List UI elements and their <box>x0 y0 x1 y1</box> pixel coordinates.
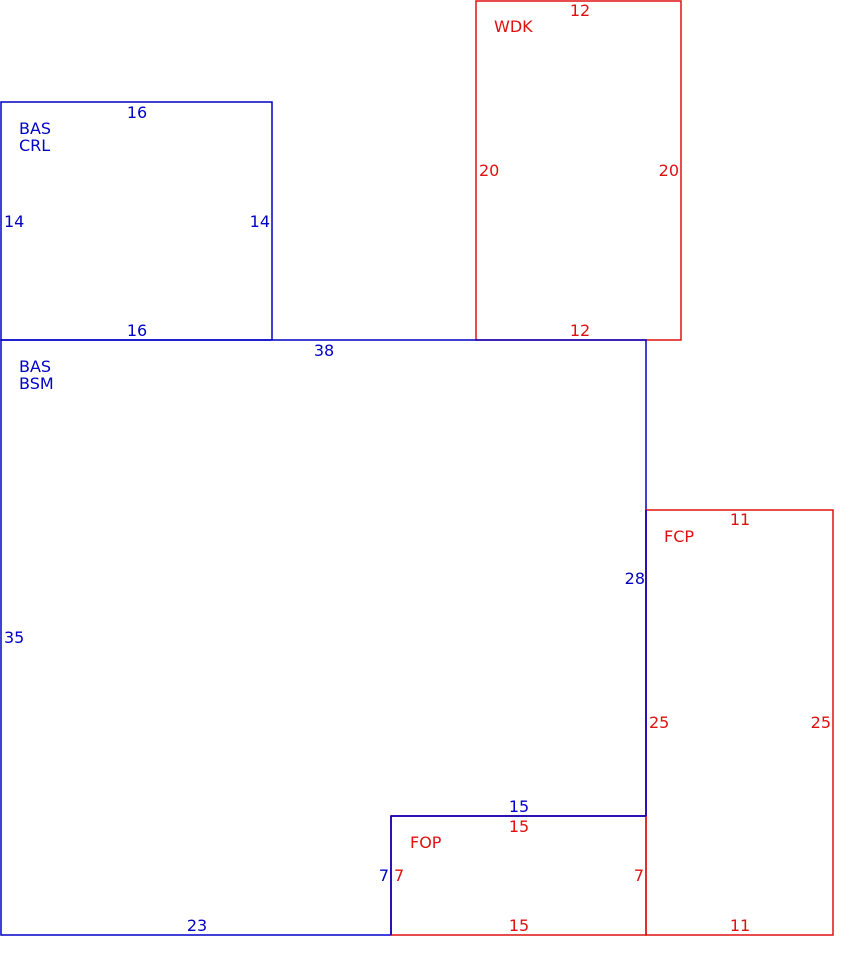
area-fcp-dim-bottom: 11 <box>730 916 750 935</box>
area-fcp-dim-top: 11 <box>730 510 750 529</box>
area-fop-dim-left: 7 <box>394 866 404 885</box>
area-fop-dim-bottom: 15 <box>509 916 529 935</box>
area-bas-bsm-name-line-2: BSM <box>19 374 54 393</box>
area-fcp-name: FCP <box>664 527 694 546</box>
area-bas-bsm-outline <box>0 339 647 936</box>
area-bas-bsm: BAS BSM 38 35 28 23 15 7 <box>0 339 647 936</box>
area-bas-crl-dim-top: 16 <box>127 103 147 122</box>
area-wdk-outline <box>475 0 682 341</box>
area-bas-crl-dim-bottom: 16 <box>127 321 147 340</box>
area-fop: FOP 15 15 7 7 <box>390 815 647 936</box>
area-fop-dim-top: 15 <box>509 817 529 836</box>
area-wdk-dim-bottom: 12 <box>570 321 590 340</box>
area-fcp-dim-right: 25 <box>811 713 831 732</box>
area-bas-bsm-dim-bottom: 23 <box>187 916 207 935</box>
area-fcp: FCP 11 11 25 25 <box>645 509 834 936</box>
area-bas-crl-name-line-2: CRL <box>19 136 50 155</box>
area-fop-dim-right: 7 <box>634 866 644 885</box>
area-fop-name: FOP <box>410 833 442 852</box>
area-bas-bsm-dim-top: 38 <box>314 341 334 360</box>
area-bas-bsm-dim-left: 35 <box>4 628 24 647</box>
area-bas-bsm-dim-notch-side: 7 <box>379 866 389 885</box>
area-fcp-dim-left: 25 <box>649 713 669 732</box>
area-fcp-outline <box>645 509 834 936</box>
area-bas-crl-name-line-1: BAS <box>19 119 51 138</box>
area-wdk-dim-left: 20 <box>479 161 499 180</box>
area-bas-bsm-name-line-1: BAS <box>19 357 51 376</box>
area-bas-crl-dim-right: 14 <box>250 212 270 231</box>
area-bas-bsm-dim-right: 28 <box>625 569 645 588</box>
area-wdk-name: WDK <box>494 17 533 36</box>
area-bas-crl-dim-left: 14 <box>4 212 24 231</box>
area-wdk-dim-right: 20 <box>659 161 679 180</box>
area-wdk: WDK 12 12 20 20 <box>475 0 682 341</box>
area-bas-bsm-dim-notch-top: 15 <box>509 797 529 816</box>
area-bas-crl: BAS CRL 16 16 14 14 <box>0 101 273 341</box>
area-wdk-dim-top: 12 <box>570 1 590 20</box>
